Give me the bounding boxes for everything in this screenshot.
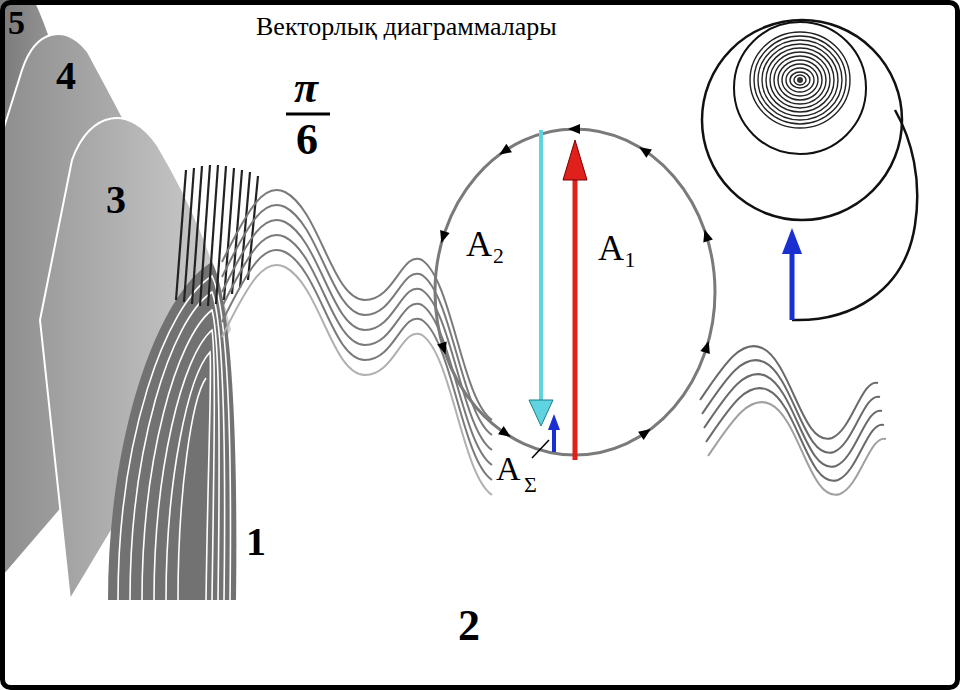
vector-a2-head bbox=[529, 400, 553, 426]
spiral-vector-head bbox=[782, 228, 802, 254]
spiral-ring bbox=[734, 22, 866, 154]
callout-number: 5 bbox=[8, 6, 25, 40]
vector-a1 bbox=[573, 176, 578, 460]
callout-number: 4 bbox=[56, 56, 76, 96]
phase-numerator: π bbox=[294, 66, 318, 110]
vector-resultant bbox=[552, 428, 556, 452]
spiral-outer bbox=[702, 20, 902, 220]
frame bbox=[3, 3, 958, 688]
vector-a2 bbox=[539, 130, 543, 402]
callout-number: 3 bbox=[106, 180, 126, 220]
vector-resultant-head bbox=[548, 414, 560, 430]
phase-denominator: 6 bbox=[296, 118, 318, 162]
vector-label: A₂ bbox=[466, 226, 505, 262]
spiral-vector bbox=[790, 250, 795, 320]
spiral-core bbox=[750, 32, 850, 128]
leader-line bbox=[532, 440, 549, 458]
vector-a1-head bbox=[563, 140, 587, 180]
spiral-center bbox=[797, 77, 803, 83]
wave-bundle bbox=[222, 190, 492, 495]
hatch-lines bbox=[176, 165, 258, 306]
callout-number: 1 bbox=[246, 522, 266, 562]
diagram-title: Векторлық диаграммалары bbox=[256, 14, 557, 40]
vector-subscript: Σ bbox=[524, 474, 537, 496]
shell-1-contours bbox=[118, 276, 230, 600]
callout-number: 2 bbox=[458, 604, 480, 648]
vector-label: A bbox=[496, 452, 521, 486]
vector-label: A₁ bbox=[598, 230, 637, 266]
fraction-bar bbox=[286, 113, 330, 116]
wave-bundle bbox=[700, 346, 886, 495]
shell-1 bbox=[108, 262, 236, 600]
spiral-tail bbox=[792, 110, 917, 320]
